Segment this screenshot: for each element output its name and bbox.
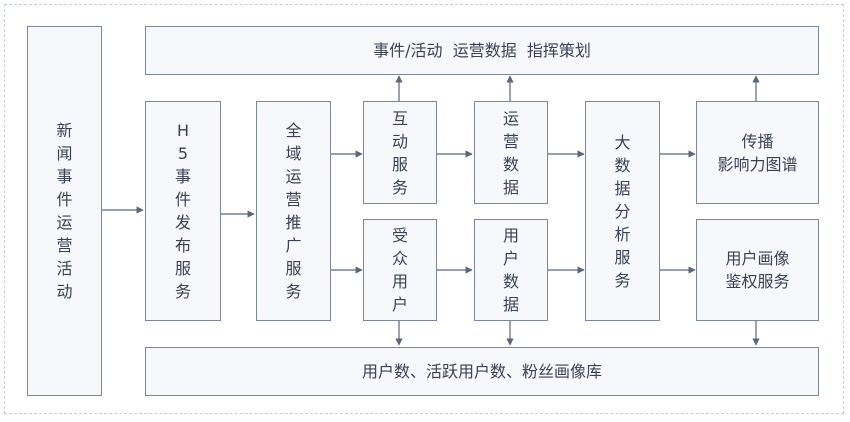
node-interaction-label: 互动服务 [391,108,408,197]
node-portrait-auth-label: 用户画像 鉴权服务 [725,249,790,291]
node-bigdata: 大数据分析服务 [585,101,660,321]
node-audience-users-label: 受众用户 [391,226,408,314]
top-bar-label: 事件/活动 运营数据 指挥策划 [373,41,591,60]
node-bigdata-label: 大数据分析服务 [614,132,631,290]
node-ops-data-label: 运营数据 [502,108,519,197]
top-bar: 事件/活动 运营数据 指挥策划 [145,26,819,75]
node-user-data-label: 用户数据 [502,226,519,314]
bottom-bar-label: 用户数、活跃用户数、粉丝画像库 [361,362,602,381]
node-h5-service: H5事件发布服务 [145,101,221,321]
node-portrait-auth: 用户画像 鉴权服务 [696,219,819,321]
node-interaction: 互动服务 [363,101,437,204]
node-h5-service-label: H5事件发布服务 [174,121,191,301]
node-user-data: 用户数据 [474,219,548,321]
node-news-events-label: 新闻事件运营活动 [56,121,73,301]
node-promotion-label: 全域运营推广服务 [285,121,302,301]
node-promotion: 全域运营推广服务 [256,101,331,321]
bottom-bar: 用户数、活跃用户数、粉丝画像库 [145,347,819,396]
node-ops-data: 运营数据 [474,101,548,204]
node-news-events: 新闻事件运营活动 [27,26,102,396]
node-spread-graph-label: 传播 影响力图谱 [717,131,798,174]
node-spread-graph: 传播 影响力图谱 [696,101,819,204]
node-audience-users: 受众用户 [363,219,437,321]
